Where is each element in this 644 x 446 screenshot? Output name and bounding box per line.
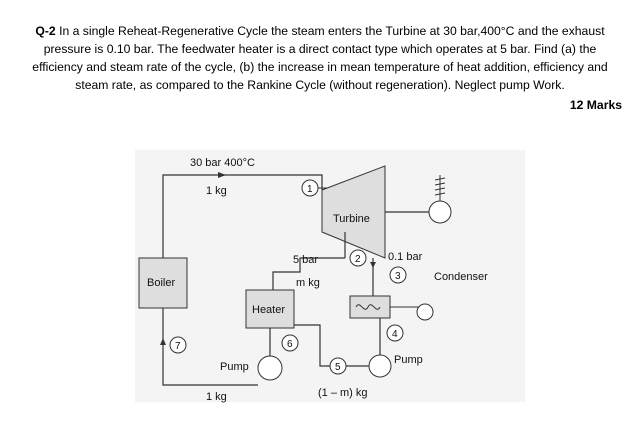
state-6-label: 6: [287, 339, 293, 350]
state-6-marker: [281, 334, 299, 352]
main-steam-line: [162, 174, 323, 258]
heater-box: [245, 289, 295, 329]
state-2-marker: [349, 249, 367, 267]
state-5-label: 5: [335, 362, 341, 373]
bleed-pressure-label: 5 bar: [293, 254, 318, 266]
generator-icon: [428, 200, 452, 224]
state-3-marker: [389, 266, 407, 284]
exhaust-pressure-label: 0.1 bar: [388, 251, 423, 263]
heater-label: Heater: [252, 304, 285, 316]
marks-label: 12 Marks: [569, 98, 622, 112]
return-line: [162, 308, 258, 386]
state-2-label: 2: [355, 254, 361, 265]
inlet-condition-label: 30 bar 400°C: [190, 157, 255, 169]
question-number: Q-2: [35, 24, 60, 38]
bottom-right-mass-label: (1 – m) kg: [318, 387, 368, 399]
flow-arrow: [218, 172, 226, 178]
bottom-left-mass-label: 1 kg: [206, 391, 227, 403]
bleed-line: [272, 257, 345, 290]
right-pump-icon: [368, 354, 392, 378]
state-3-label: 3: [395, 271, 401, 282]
cooling-water-icon: [416, 303, 434, 321]
condenser-label: Condenser: [434, 271, 488, 283]
inlet-mass-label: 1 kg: [206, 185, 227, 197]
state-7-marker: [169, 336, 187, 354]
bleed-mass-label: m kg: [296, 277, 320, 289]
left-pump-icon: [257, 355, 283, 381]
generator-coil-icon: [434, 177, 446, 196]
state-4-label: 4: [392, 329, 398, 340]
state-5-marker: [329, 357, 347, 375]
state-7-label: 7: [175, 341, 181, 352]
exhaust-arrow: [370, 262, 376, 268]
right-pump-label: Pump: [394, 354, 423, 366]
condenser-coil-icon: [355, 304, 381, 310]
state-4-marker: [386, 324, 404, 342]
question-text: Q-2 In a single Reheat-Regenerative Cycl…: [18, 22, 622, 94]
turbine-label: Turbine: [333, 213, 370, 225]
left-pump-label: Pump: [220, 361, 249, 373]
boiler-label: Boiler: [147, 277, 175, 289]
return-arrow: [160, 338, 166, 345]
boiler-box: [138, 257, 188, 309]
turbine-shape: [321, 165, 386, 259]
question-body: In a single Reheat-Regenerative Cycle th…: [32, 24, 608, 92]
state-1-label: 1: [307, 184, 313, 195]
